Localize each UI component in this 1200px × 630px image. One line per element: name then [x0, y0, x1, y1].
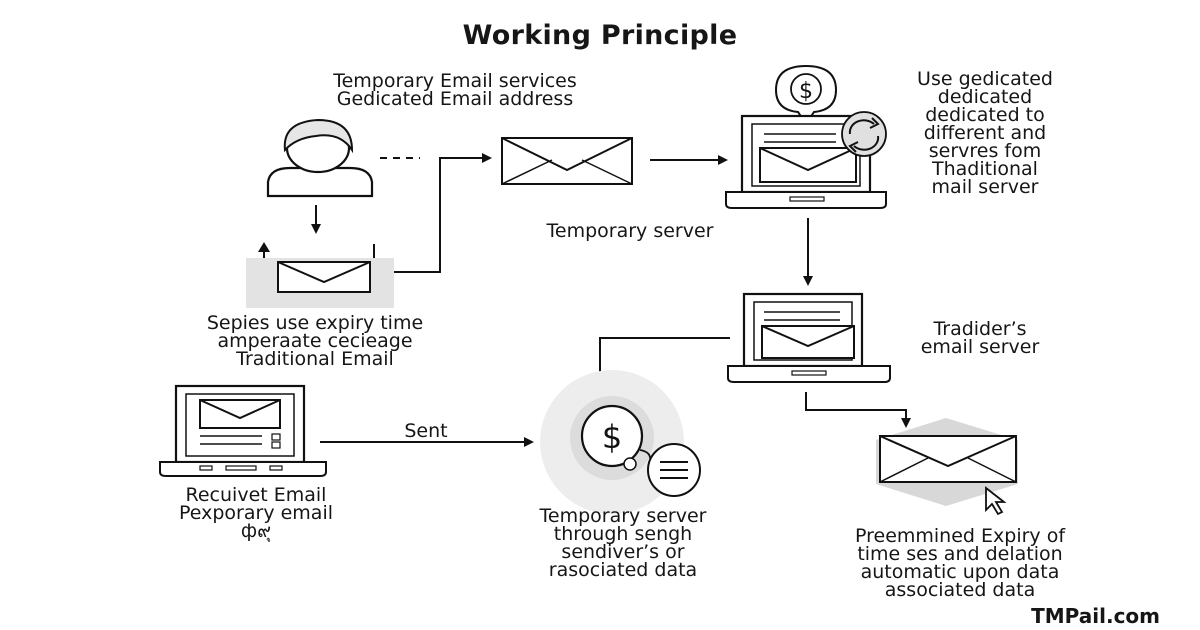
diagram-title: Working Principle	[462, 20, 738, 51]
label-sent: Sent	[404, 420, 448, 442]
label-through-server: Temporary server through sengh sendiver’…	[539, 505, 707, 581]
traders-email-server-laptop	[727, 292, 891, 383]
dollar-speech-bubble-icon: $	[774, 64, 838, 126]
label-traders-server: Tradider’s email server	[920, 318, 1040, 358]
arrow-to-expiry-envelope	[805, 392, 911, 428]
label-temp-email-services: Temporary Email services Gedicated Email…	[333, 70, 577, 110]
dollar-server-icon: $	[540, 370, 684, 514]
expiry-envelope-icon	[876, 418, 1018, 506]
chat-bubble-icon	[647, 443, 701, 497]
arrow-to-temp-envelope	[394, 153, 492, 273]
traditional-email-box	[246, 242, 394, 308]
user-avatar-icon	[266, 118, 374, 198]
label-receiver: Recuivet Email Pexporary email ф๙ุ	[178, 484, 333, 542]
mouse-pointer-icon	[985, 486, 1007, 516]
label-temporary-server: Temporary server	[546, 220, 714, 242]
label-expiry-deletion: Preemmined Expiry of time ses and delati…	[854, 525, 1066, 601]
svg-text:$: $	[602, 418, 622, 456]
receiver-laptop	[159, 384, 327, 477]
svg-text:$: $	[799, 79, 813, 104]
brand-watermark: TMPail.com	[1031, 604, 1160, 628]
refresh-arrows-icon	[841, 111, 887, 157]
label-expiry-time: Sepies use expiry time amperaate cecieag…	[206, 312, 424, 370]
label-dedicated-server: Use gedicated dedicated dedicated to dif…	[917, 68, 1053, 198]
envelope-icon	[501, 137, 633, 185]
